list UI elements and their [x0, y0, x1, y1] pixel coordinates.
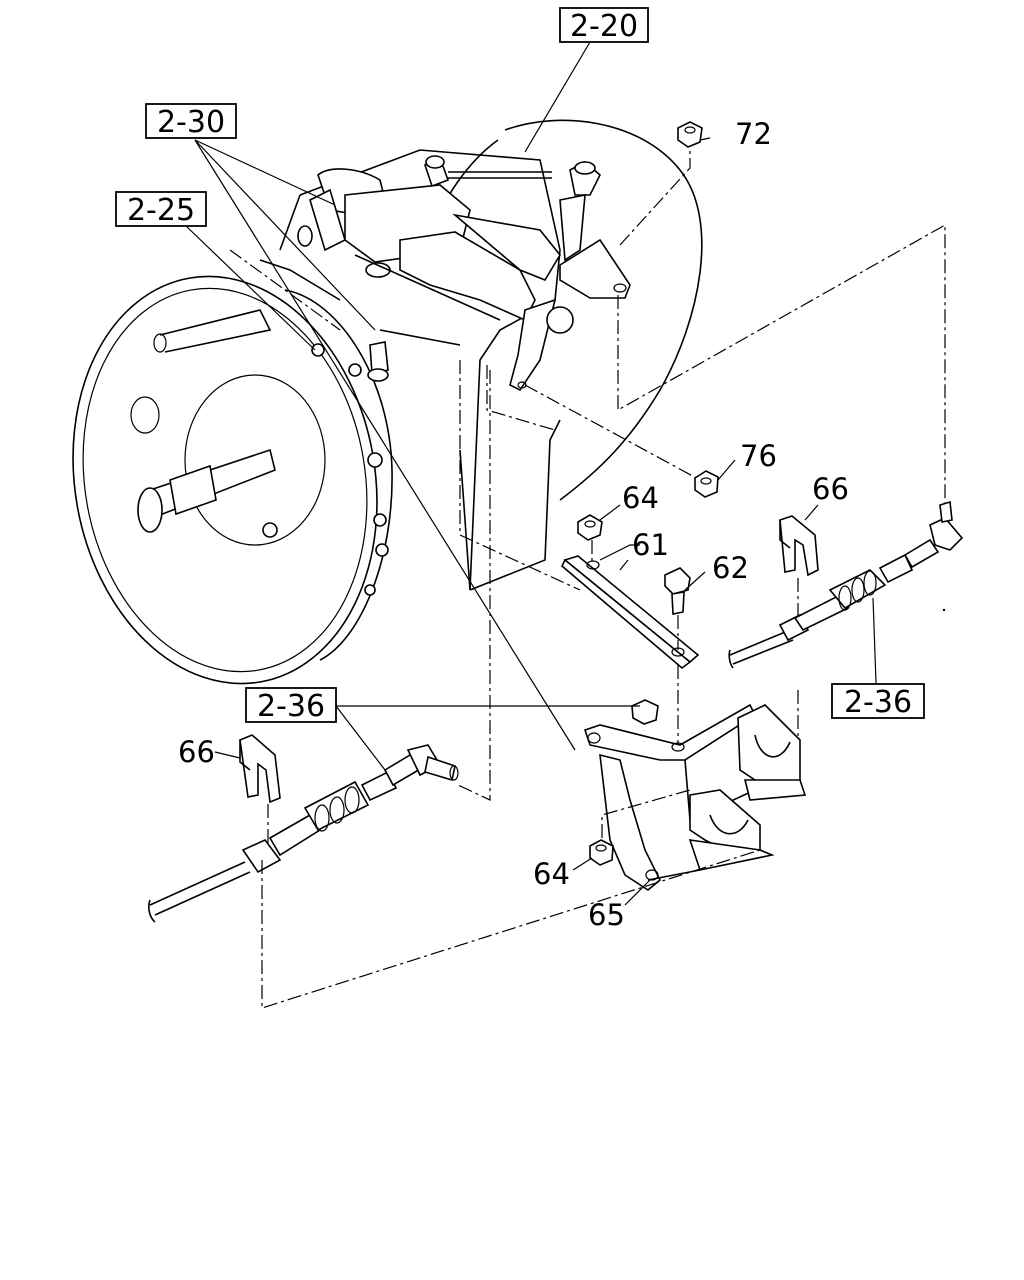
guide-line-72: [619, 150, 691, 246]
reference-box-2-30[interactable]: 2-30: [145, 103, 237, 140]
nut-64-bottom: [589, 839, 614, 866]
strap-61: [561, 555, 700, 670]
nut-64-top: [577, 514, 603, 541]
clip-66-right: [779, 515, 819, 577]
guide-line-bracket-cable-right: [617, 223, 946, 505]
part-label-65: 65: [588, 898, 625, 932]
part-label-66-left: 66: [178, 735, 215, 769]
bracket-65: [583, 703, 807, 891]
reference-label: 2-20: [570, 9, 638, 44]
nut-72: [677, 121, 703, 148]
nut-76: [694, 470, 719, 498]
guide-line-cable-left-end: [457, 370, 491, 801]
transmission-housing: [229, 119, 703, 591]
guide-line-cable-left-bracket: [261, 849, 761, 1009]
reference-box-2-36-left[interactable]: 2-36: [245, 687, 337, 724]
part-label-64-top: 64: [622, 481, 659, 515]
bolt-62: [664, 567, 691, 615]
reference-box-2-20[interactable]: 2-20: [559, 7, 649, 44]
part-label-61: 61: [632, 528, 669, 562]
reference-box-2-25[interactable]: 2-25: [115, 191, 207, 228]
marker-dot: [942, 608, 946, 612]
clutch-housing: [72, 275, 393, 685]
cable-right: [728, 500, 964, 669]
reference-label: 2-30: [157, 105, 225, 140]
bolt-bracket: [631, 699, 659, 725]
guide-line-76: [524, 384, 701, 481]
clip-66-left: [239, 734, 281, 804]
shift-tower: [297, 155, 631, 392]
cable-left: [148, 744, 459, 923]
part-label-64-bottom: 64: [533, 857, 570, 891]
guide-line-64-bottom: [601, 789, 691, 838]
reference-label: 2-36: [257, 689, 325, 724]
part-label-66-right: 66: [812, 472, 849, 506]
leader-lines: [184, 41, 877, 906]
reference-box-2-36-right[interactable]: 2-36: [831, 683, 925, 720]
part-label-62: 62: [712, 551, 749, 585]
part-label-72: 72: [735, 117, 772, 151]
part-label-76: 76: [740, 439, 777, 473]
reference-label: 2-25: [127, 193, 195, 228]
reference-label: 2-36: [844, 685, 912, 720]
